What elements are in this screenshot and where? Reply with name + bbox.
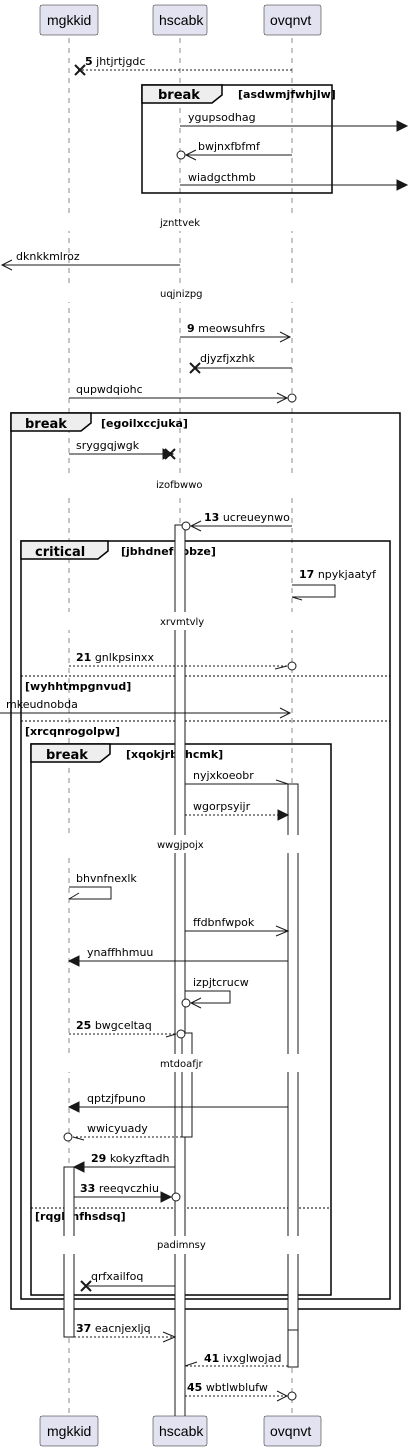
message-label: 9 meowsuhfrs [187,322,265,335]
participant-label: ovqnvt [270,1423,311,1439]
cross-head [164,448,176,460]
message-label: izpjtcrucw [193,976,249,989]
delay-label: xrvmtvly [160,617,204,628]
message-line [292,584,336,598]
circle-head [176,150,186,160]
participant-mgkkid[interactable] [39,1415,99,1447]
activation-ovqnvt [287,1329,299,1368]
message-line [69,886,112,900]
delay-label: mtdoafjr [160,1059,204,1070]
delay-label: wwgjpojx [157,840,204,851]
message-label: qptzjfpuno [87,1092,146,1105]
frame-guard: [jbhdnefnbbze] [121,545,216,558]
else-guard: [rqglznfhsdsq] [35,1210,126,1223]
circle-head [287,1391,297,1401]
message-label: bwjnxfbfmf [198,140,261,153]
circle-head [287,661,297,671]
message-label: wgorpsyijr [193,800,251,813]
activation-hscabk [181,1032,193,1138]
frame-label: break [25,417,67,432]
activation-hscabk [174,524,186,1421]
circle-head [176,1029,186,1039]
message-label: ygupsodhag [188,111,256,124]
cross-head [189,362,201,374]
participant-hscabk[interactable] [152,1415,208,1447]
message-label: mkeudnobda [6,698,78,711]
message-label: ffdbnfwpok [193,916,255,929]
participant-ovqnvt[interactable] [263,4,322,36]
delays: jznttvek uqjnizpg izofbwwo xrvmtvly wwgj… [0,213,409,1254]
message-label: 33 reeqvczhiu [80,1182,159,1195]
message-label: qrfxailfoq [91,1270,143,1283]
message-label: sryggqjwgk [76,439,140,452]
participant-hscabk[interactable] [152,4,208,36]
message-label: 21 gnlkpsinxx [76,651,154,664]
participant-label: mgkkid [47,1423,91,1439]
message-label: wwicyuady [87,1122,148,1135]
delay-label: padimnsy [157,1240,206,1251]
circle-head [181,521,191,531]
participants-bottom: mgkkid hscabk ovqnvt [39,1415,322,1447]
message-label: bhvnfnexlk [76,872,137,885]
circle-head [63,1132,73,1142]
message-label: ynaffhhmuu [87,946,153,959]
frame-label: break [46,748,88,763]
frame-guard: [egoilxccjuka] [101,417,188,430]
delay-label: jznttvek [159,218,200,229]
message-label: djyzfjxzhk [200,352,256,365]
participant-label: ovqnvt [270,12,311,28]
frame-label: critical [35,545,85,560]
circle-head [181,998,191,1008]
participant-mgkkid[interactable] [39,4,99,36]
participant-label: hscabk [159,1423,204,1439]
message-label: 25 bwgceltaq [76,1019,152,1032]
message-label: 37 eacnjexljq [76,1322,151,1335]
delay-label: uqjnizpg [160,289,203,300]
message-label: 41 ivxglwojad [204,1352,281,1365]
participant-label: mgkkid [47,12,91,28]
participant-label: hscabk [159,12,204,28]
frame-break-1: break [asdwmjfwhjlw] [141,84,336,194]
message-label: 17 npykjaatyf [299,568,377,581]
else-guard: [wyhhtmpgnvud] [25,680,131,693]
message-label: 13 ucreueynwo [204,511,290,524]
message-label: 29 kokyzftadh [91,1152,169,1165]
delay-label: izofbwwo [156,480,203,491]
message-label: wiadgcthmb [188,171,256,184]
circle-head [287,393,297,403]
frame-critical: critical [jbhdnefnbbze] [wyhhtmpgnvud] [… [20,540,391,1300]
circle-head [171,1192,181,1202]
message-label: 5 jhtjrtjgdc [85,55,145,68]
cross-head [74,64,86,76]
message-label: 45 wbtlwblufw [187,1381,268,1394]
cross-head [80,1280,92,1292]
message-label: qupwdqiohc [76,383,143,396]
messages: 5 jhtjrtjgdc ygupsodhag bwjnxfbfmf wiadg… [0,55,409,1402]
frame-guard: [asdwmjfwhjlw] [238,88,336,101]
message-label: nyjxkoeobr [193,769,254,782]
message-label: dknkkmlroz [16,250,80,263]
else-guard: [xrcqnrogolpw] [25,725,120,738]
frame-label: break [158,88,200,103]
frame-break-2: break [egoilxccjuka] [10,412,401,1310]
participant-ovqnvt[interactable] [263,1415,322,1447]
participants-top: mgkkid hscabk ovqnvt [39,4,322,36]
message-line [185,990,231,1004]
